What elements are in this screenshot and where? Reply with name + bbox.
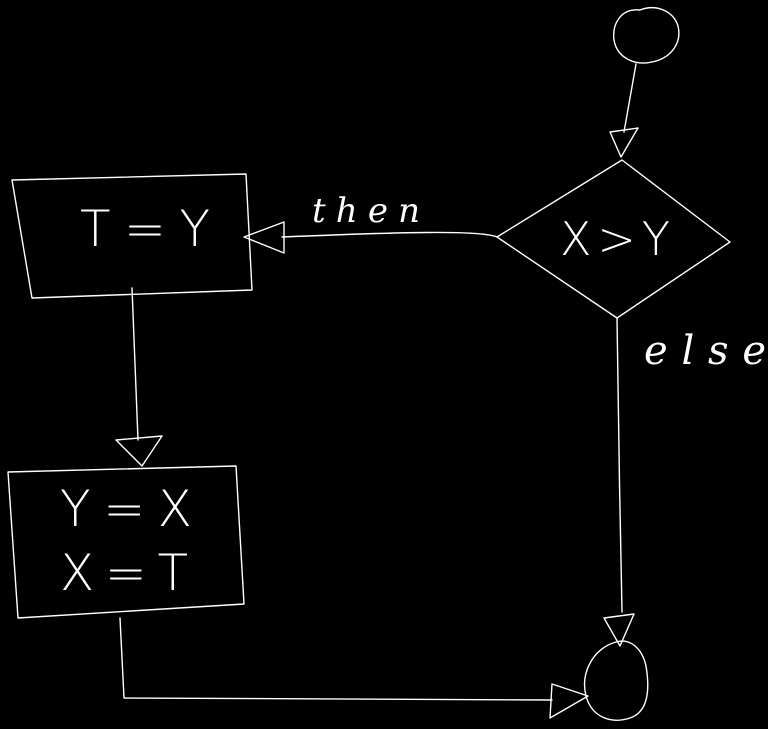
edge-start-to-decision	[623, 63, 637, 133]
swap-text-line2: X=T	[60, 544, 188, 602]
then-label: then	[312, 191, 420, 231]
arrowhead-end-left	[549, 683, 589, 719]
swap-node	[7, 465, 245, 619]
swap-text-line1: Y=X	[60, 480, 192, 538]
edge-else	[616, 317, 623, 613]
end-node	[584, 640, 649, 721]
arrowhead-swap	[115, 435, 163, 467]
edge-swap-to-end	[119, 617, 553, 701]
edge-assign-to-swap	[131, 287, 139, 441]
start-node	[613, 7, 680, 64]
arrowhead-decision	[609, 127, 639, 158]
decision-text: X>Y	[560, 212, 670, 266]
else-label: else	[644, 328, 766, 374]
edge-then	[281, 231, 498, 238]
assign-t-node	[11, 173, 253, 299]
decision-node	[496, 159, 731, 319]
arrowhead-end-top	[603, 613, 635, 647]
arrowhead-then	[243, 221, 285, 254]
assign-t-text: T=Y	[80, 200, 210, 258]
